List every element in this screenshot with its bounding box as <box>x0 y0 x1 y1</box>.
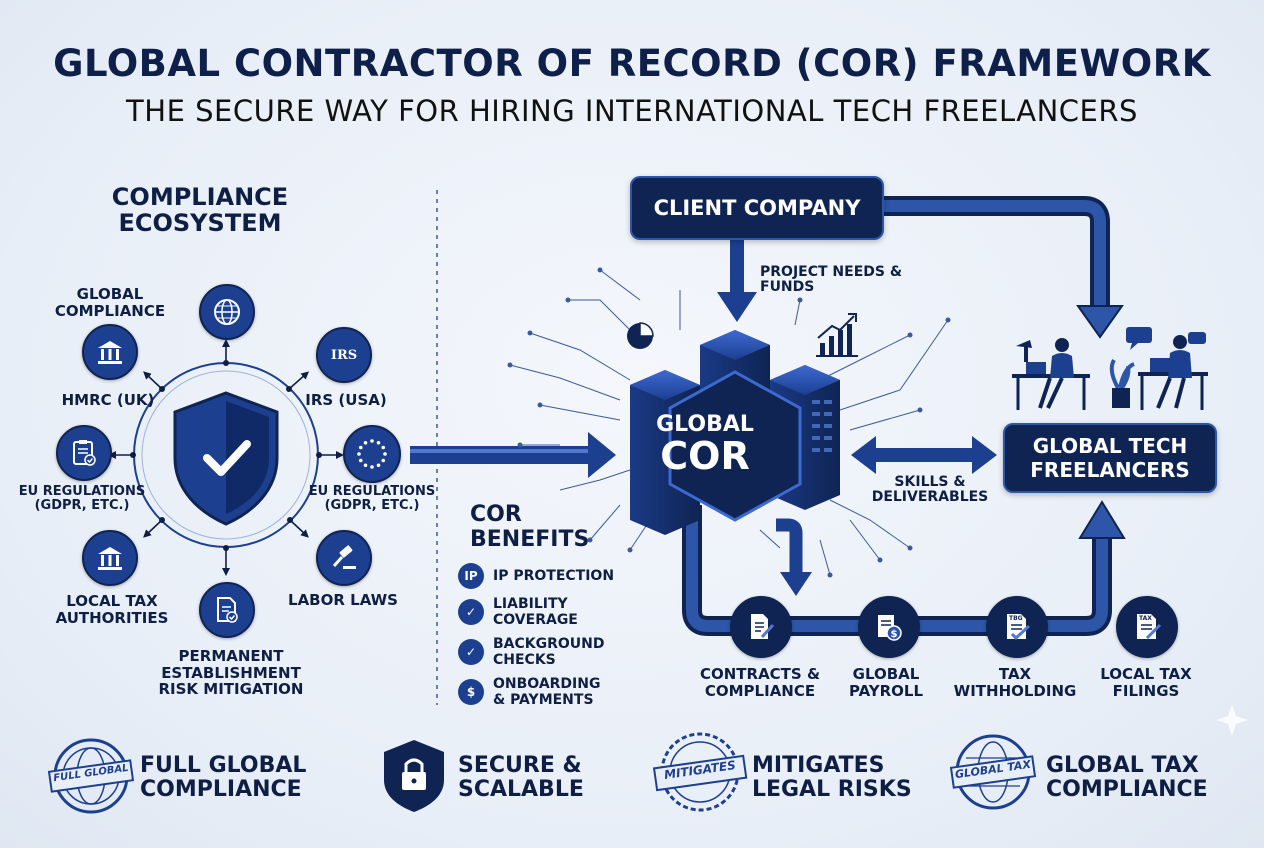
ecosystem-to-cor-arrow <box>410 432 616 478</box>
check-icon: ✓ <box>458 599 484 626</box>
ecosystem-ring-inner <box>141 370 311 540</box>
tax-withholding-icon-text: TBG <box>1009 615 1023 622</box>
network-lines <box>509 269 949 576</box>
irs-icon-text: IRS <box>330 347 358 363</box>
eu-regulations-left-label: EU REGULATIONS (GDPR, etc.) <box>18 484 146 514</box>
hmrc-building-icon <box>82 324 138 380</box>
svg-text:$: $ <box>891 629 898 640</box>
client-to-cor-arrow <box>717 236 757 322</box>
benefit-label: ONBOARDING & PAYMENTS <box>493 676 601 709</box>
footer-label-secure: SECURE & SCALABLE <box>458 753 584 803</box>
growth-chart-icon <box>816 313 858 357</box>
eu-star <box>376 440 381 445</box>
shield-icon <box>173 391 279 526</box>
tax-withholding-icon: TBG <box>986 596 1048 658</box>
eu-star <box>383 452 387 456</box>
skills-bidirectional-arrow <box>851 436 997 474</box>
cor-line-2: COR <box>660 434 750 478</box>
global-tax-stamp-icon <box>949 734 1037 810</box>
mitigates-stamp-icon <box>652 732 748 812</box>
sparkle-icon <box>1216 704 1248 736</box>
eu-star <box>370 439 374 443</box>
eu-star <box>370 465 374 469</box>
project-needs-label: PROJECT NEEDS & FUNDS <box>760 264 903 296</box>
labor-laws-label: LABOR LAWS <box>288 591 398 609</box>
footer-label-tax: GLOBAL TAX COMPLIANCE <box>1046 753 1208 803</box>
ecosystem-dots <box>130 360 322 551</box>
ip-icon: IP <box>458 563 484 589</box>
pie-chart-icon <box>627 322 654 349</box>
global-cor-label: GLOBAL COR <box>640 412 770 475</box>
page-subtitle: THE SECURE WAY FOR HIRING INTERNATIONAL … <box>126 94 1138 128</box>
lock-shield-icon <box>384 740 444 812</box>
freelancers-box: GLOBAL TECH FREELANCERS <box>1003 423 1217 493</box>
tax-authority-building-icon <box>82 530 138 586</box>
page-title: GLOBAL CONTRACTOR OF RECORD (CoR) FRAMEW… <box>53 42 1211 85</box>
benefit-label: IP PROTECTION <box>493 567 615 584</box>
ecosystem-arrows <box>108 339 344 576</box>
footer-label-compliance: FULL GLOBAL COMPLIANCE <box>140 753 307 803</box>
eu-stars-icon <box>343 425 401 483</box>
document-check-icon <box>199 582 255 638</box>
step-label-filings: LOCAL TAX FILINGS <box>1100 665 1192 700</box>
benefit-item: ✓ LIABILITY COVERAGE <box>458 596 593 628</box>
eu-star <box>358 445 363 450</box>
payroll-icon: $ <box>858 596 920 658</box>
step-label-contracts: CONTRACTS & COMPLIANCE <box>699 665 821 700</box>
benefit-label: LIABILITY COVERAGE <box>493 596 578 629</box>
hmrc-label: HMRC (UK) <box>61 391 155 409</box>
dollar-icon: $ <box>458 679 484 706</box>
globe-icon <box>199 284 255 340</box>
pe-risk-label: PERMANENT ESTABLISHMENT RISK MITIGATION <box>158 647 304 698</box>
eu-star <box>358 458 363 463</box>
ecosystem-title: COMPLIANCE ECOSYSTEM <box>111 183 289 238</box>
step-label-withholding: TAX WITHHOLDING <box>953 665 1077 700</box>
irs-label: IRS (USA) <box>305 391 387 409</box>
gavel-icon <box>316 530 372 586</box>
benefit-item: IP IP PROTECTION <box>458 563 623 589</box>
network-dots <box>507 267 951 578</box>
skills-label: SKILLS & DELIVERABLES <box>871 474 989 506</box>
eu-star <box>381 458 386 463</box>
eu-regulations-right-label: EU REGULATIONS (GDPR, etc.) <box>308 484 436 514</box>
footer-label-mitigates: MITIGATES LEGAL RISKS <box>752 753 912 803</box>
eu-star <box>363 440 368 445</box>
client-company-box: CLIENT COMPANY <box>630 176 884 240</box>
eu-star <box>363 463 368 468</box>
local-tax-authorities-label: LOCAL TAX AUTHORITIES <box>55 592 169 627</box>
check-icon: ✓ <box>458 639 484 666</box>
step-label-payroll: GLOBAL PAYROLL <box>848 665 924 700</box>
benefit-item: $ ONBOARDING & PAYMENTS <box>458 676 613 708</box>
full-global-stamp-icon <box>47 738 135 814</box>
contract-icon <box>730 596 792 658</box>
regulation-clipboard-icon <box>56 425 112 481</box>
cor-line-1: GLOBAL <box>656 412 754 437</box>
irs-seal-icon: IRS <box>316 327 372 383</box>
eu-star <box>357 452 361 456</box>
tax-filing-icon-text: TAX <box>1139 615 1152 622</box>
benefit-item: ✓ BACKGROUND CHECKS <box>458 636 618 668</box>
benefits-title: COR BENEFITS <box>470 502 590 553</box>
global-compliance-label: GLOBAL COMPLIANCE <box>54 285 166 320</box>
freelancers-illustration <box>1012 327 1208 410</box>
tax-filing-icon: TAX <box>1116 596 1178 658</box>
benefit-label: BACKGROUND CHECKS <box>493 636 605 669</box>
cor-cube-cluster <box>630 330 840 535</box>
eu-star <box>376 463 381 468</box>
client-to-freelancers-arrow <box>880 196 1124 339</box>
eu-star <box>381 445 386 450</box>
